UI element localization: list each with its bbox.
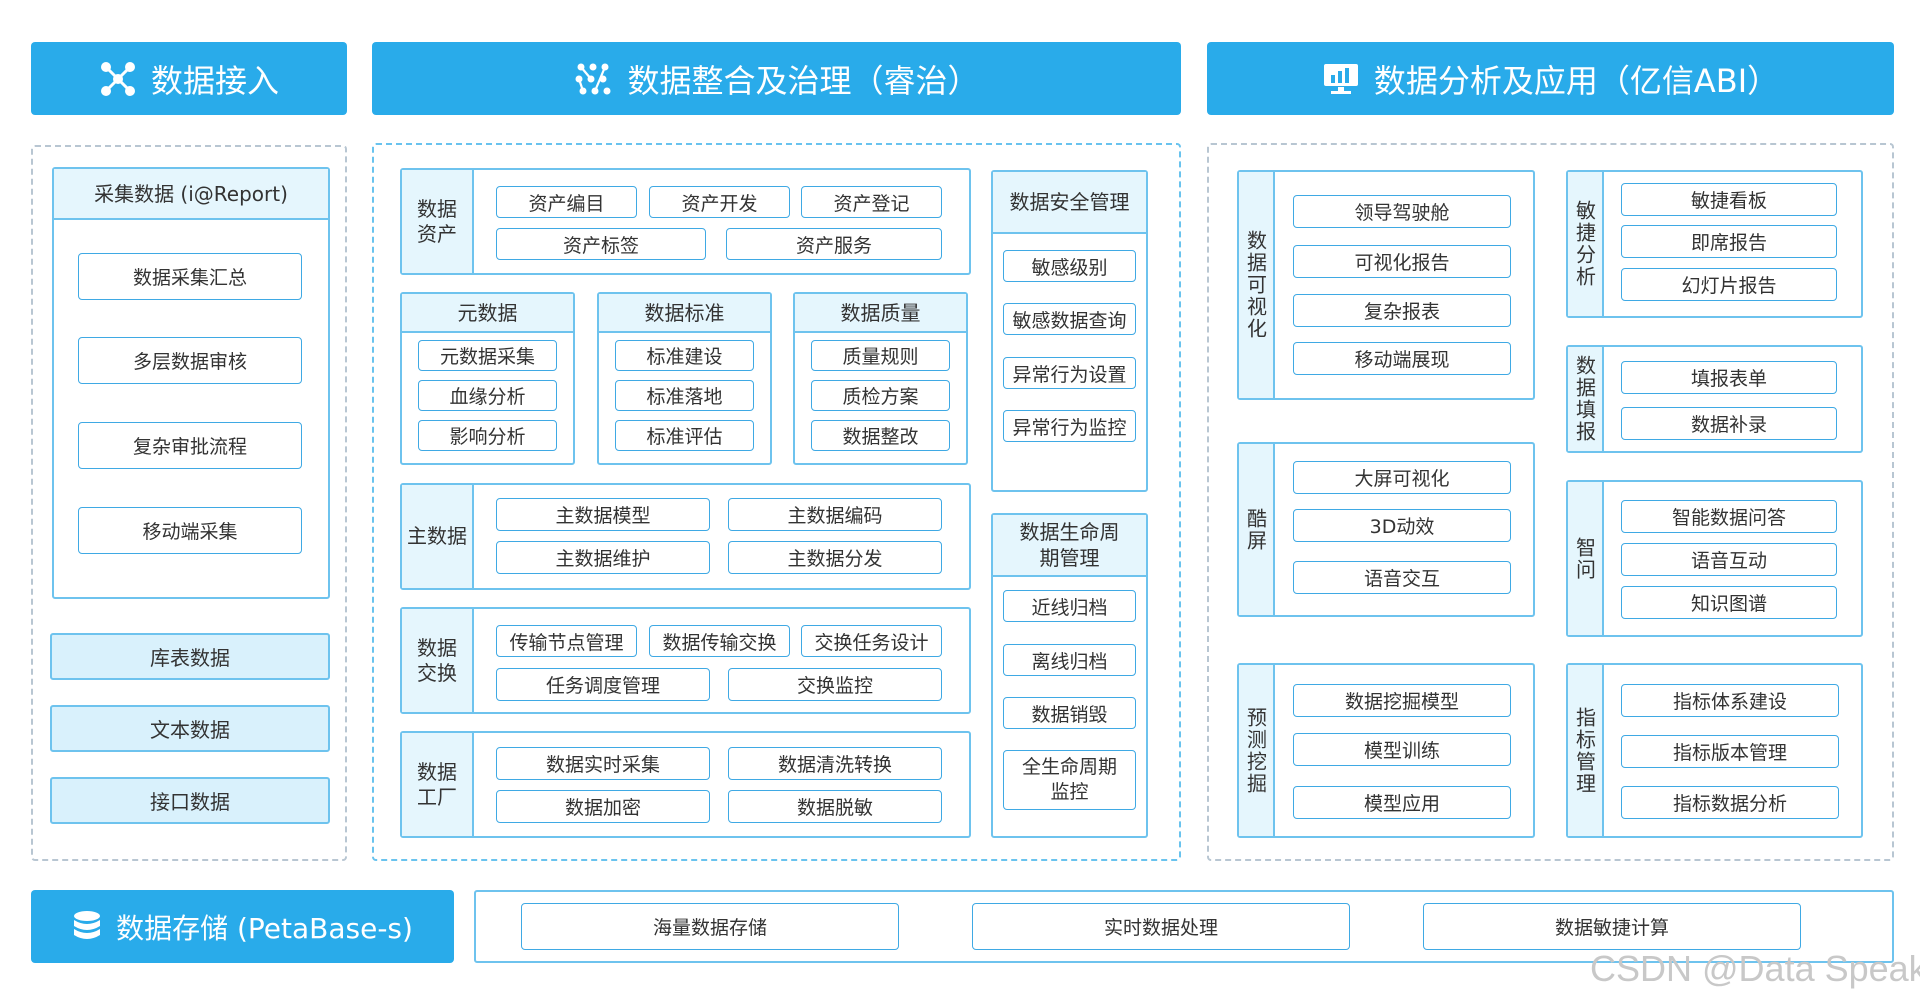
asset-item[interactable]: 资产标签: [496, 228, 706, 260]
header-data-storage: 数据存储 (PetaBase-s): [31, 890, 454, 963]
mining-item[interactable]: 模型应用: [1293, 786, 1511, 819]
collect-item[interactable]: 数据采集汇总: [78, 253, 302, 300]
analysis-region: [1207, 143, 1894, 861]
visual-item[interactable]: 可视化报告: [1293, 245, 1511, 278]
database-icon: [74, 910, 101, 939]
header-title: 数据接入: [150, 61, 279, 100]
screen-item[interactable]: 3D动效: [1293, 509, 1511, 542]
fill-label: 数据填报: [1568, 347, 1604, 451]
network-nodes-icon: [100, 61, 135, 96]
factory-label: 数据工厂: [402, 733, 474, 836]
header-title: 数据存储 (PetaBase-s): [116, 911, 413, 945]
visual-item[interactable]: 领导驾驶舱: [1293, 195, 1511, 228]
metric-item[interactable]: 指标版本管理: [1621, 735, 1839, 768]
visual-item[interactable]: 复杂报表: [1293, 294, 1511, 327]
governance-region: [372, 143, 1181, 861]
mining-item[interactable]: 数据挖掘模型: [1293, 684, 1511, 717]
master-data-item[interactable]: 主数据分发: [728, 541, 942, 574]
mining-label: 预测挖掘: [1239, 665, 1275, 836]
security-item[interactable]: 异常行为监控: [1003, 410, 1136, 442]
metric-item[interactable]: 指标数据分析: [1621, 786, 1839, 819]
ask-item[interactable]: 语音互动: [1621, 543, 1837, 576]
master-data-item[interactable]: 主数据维护: [496, 541, 710, 574]
mining-item[interactable]: 模型训练: [1293, 733, 1511, 766]
security-item[interactable]: 异常行为设置: [1003, 357, 1136, 389]
exchange-item[interactable]: 交换任务设计: [801, 625, 942, 657]
security-item[interactable]: 敏感级别: [1003, 250, 1136, 282]
ingest-region: [31, 145, 347, 861]
standard-item[interactable]: 标准评估: [615, 420, 754, 451]
header-data-analysis: 数据分析及应用（亿信ABI）: [1207, 42, 1894, 115]
metric-item[interactable]: 指标体系建设: [1621, 684, 1839, 717]
collect-item[interactable]: 多层数据审核: [78, 337, 302, 384]
asset-label: 数据资产: [402, 170, 474, 273]
quality-item[interactable]: 质量规则: [811, 340, 950, 371]
watermark: CSDN @Data Speak: [1590, 948, 1920, 989]
quality-item[interactable]: 质检方案: [811, 380, 950, 411]
source-table-data[interactable]: 库表数据: [50, 633, 330, 680]
monitor-chart-icon: [1323, 63, 1358, 94]
agile-item[interactable]: 幻灯片报告: [1621, 268, 1837, 301]
visual-item[interactable]: 移动端展现: [1293, 342, 1511, 375]
exchange-item[interactable]: 交换监控: [728, 668, 942, 701]
standard-item[interactable]: 标准建设: [615, 340, 754, 371]
exchange-item[interactable]: 传输节点管理: [496, 625, 637, 657]
header-data-governance: 数据整合及治理（睿治）: [372, 42, 1181, 115]
grid-dots-icon: [575, 63, 611, 94]
collect-title: 采集数据 (i@Report): [54, 169, 328, 220]
asset-item[interactable]: 资产服务: [726, 228, 942, 260]
agile-item[interactable]: 即席报告: [1621, 225, 1837, 258]
quality-item[interactable]: 数据整改: [811, 420, 950, 451]
master-data-label: 主数据: [402, 485, 474, 588]
ask-item[interactable]: 知识图谱: [1621, 586, 1837, 619]
header-data-ingest: 数据接入: [31, 42, 347, 115]
exchange-label: 数据交换: [402, 609, 474, 712]
lifecycle-item[interactable]: 全生命周期监控: [1003, 750, 1136, 810]
header-title: 数据整合及治理（睿治）: [627, 61, 980, 100]
lifecycle-title: 数据生命周期管理: [993, 515, 1146, 577]
ask-item[interactable]: 智能数据问答: [1621, 500, 1837, 533]
lifecycle-item[interactable]: 离线归档: [1003, 644, 1136, 676]
storage-item[interactable]: 实时数据处理: [972, 903, 1350, 950]
metadata-item[interactable]: 影响分析: [418, 420, 557, 451]
metadata-item[interactable]: 血缘分析: [418, 380, 557, 411]
metric-label: 指标管理: [1568, 665, 1604, 836]
source-api-data[interactable]: 接口数据: [50, 777, 330, 824]
agile-item[interactable]: 敏捷看板: [1621, 183, 1837, 216]
standard-item[interactable]: 标准落地: [615, 380, 754, 411]
factory-item[interactable]: 数据加密: [496, 790, 710, 823]
fill-item[interactable]: 数据补录: [1621, 407, 1837, 440]
fill-item[interactable]: 填报表单: [1621, 361, 1837, 394]
ask-label: 智问: [1568, 482, 1604, 635]
header-title: 数据分析及应用（亿信ABI）: [1373, 61, 1780, 100]
metadata-item[interactable]: 元数据采集: [418, 340, 557, 371]
exchange-item[interactable]: 数据传输交换: [649, 625, 790, 657]
storage-item[interactable]: 海量数据存储: [521, 903, 899, 950]
source-text-data[interactable]: 文本数据: [50, 705, 330, 752]
visual-label: 数据可视化: [1239, 172, 1275, 398]
lifecycle-item[interactable]: 近线归档: [1003, 590, 1136, 622]
factory-item[interactable]: 数据实时采集: [496, 747, 710, 780]
factory-item[interactable]: 数据清洗转换: [728, 747, 942, 780]
collect-item[interactable]: 移动端采集: [78, 507, 302, 554]
quality-title: 数据质量: [795, 294, 966, 333]
master-data-item[interactable]: 主数据模型: [496, 498, 710, 531]
screen-item[interactable]: 语音交互: [1293, 561, 1511, 594]
storage-item[interactable]: 数据敏捷计算: [1423, 903, 1801, 950]
standard-title: 数据标准: [599, 294, 770, 333]
asset-item[interactable]: 资产登记: [801, 186, 942, 218]
metadata-title: 元数据: [402, 294, 573, 333]
exchange-item[interactable]: 任务调度管理: [496, 668, 710, 701]
factory-item[interactable]: 数据脱敏: [728, 790, 942, 823]
security-item[interactable]: 敏感数据查询: [1003, 303, 1136, 335]
security-title: 数据安全管理: [993, 172, 1146, 234]
screen-item[interactable]: 大屏可视化: [1293, 461, 1511, 494]
collect-item[interactable]: 复杂审批流程: [78, 422, 302, 469]
master-data-item[interactable]: 主数据编码: [728, 498, 942, 531]
agile-label: 敏捷分析: [1568, 172, 1604, 316]
asset-item[interactable]: 资产开发: [649, 186, 790, 218]
lifecycle-item[interactable]: 数据销毁: [1003, 697, 1136, 729]
screen-label: 酷屏: [1239, 444, 1275, 615]
asset-item[interactable]: 资产编目: [496, 186, 637, 218]
